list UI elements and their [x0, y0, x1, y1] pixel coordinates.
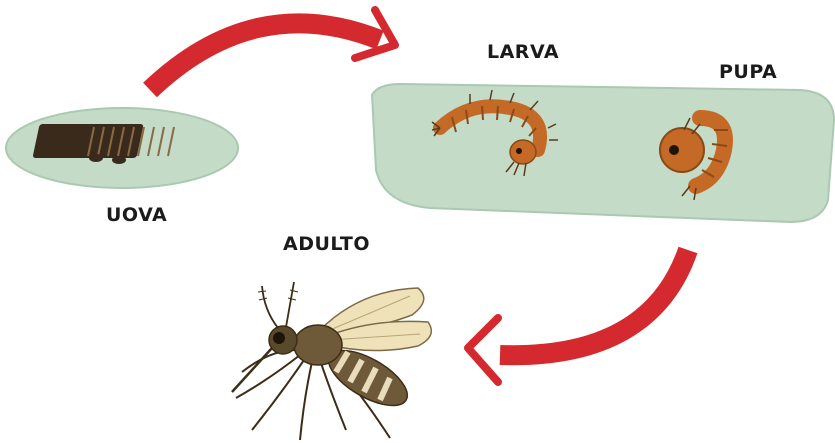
arrow-pupa-to-adult	[468, 250, 688, 382]
label-adulto: ADULTO	[283, 233, 370, 255]
label-pupa: PUPA	[719, 61, 777, 83]
label-larva: LARVA	[487, 41, 559, 63]
eggs-illustration	[6, 108, 238, 188]
label-uova: UOVA	[106, 204, 167, 226]
water-strip	[372, 84, 834, 222]
mosquito-illustration	[232, 282, 431, 440]
arrow-eggs-to-larva	[150, 10, 395, 90]
